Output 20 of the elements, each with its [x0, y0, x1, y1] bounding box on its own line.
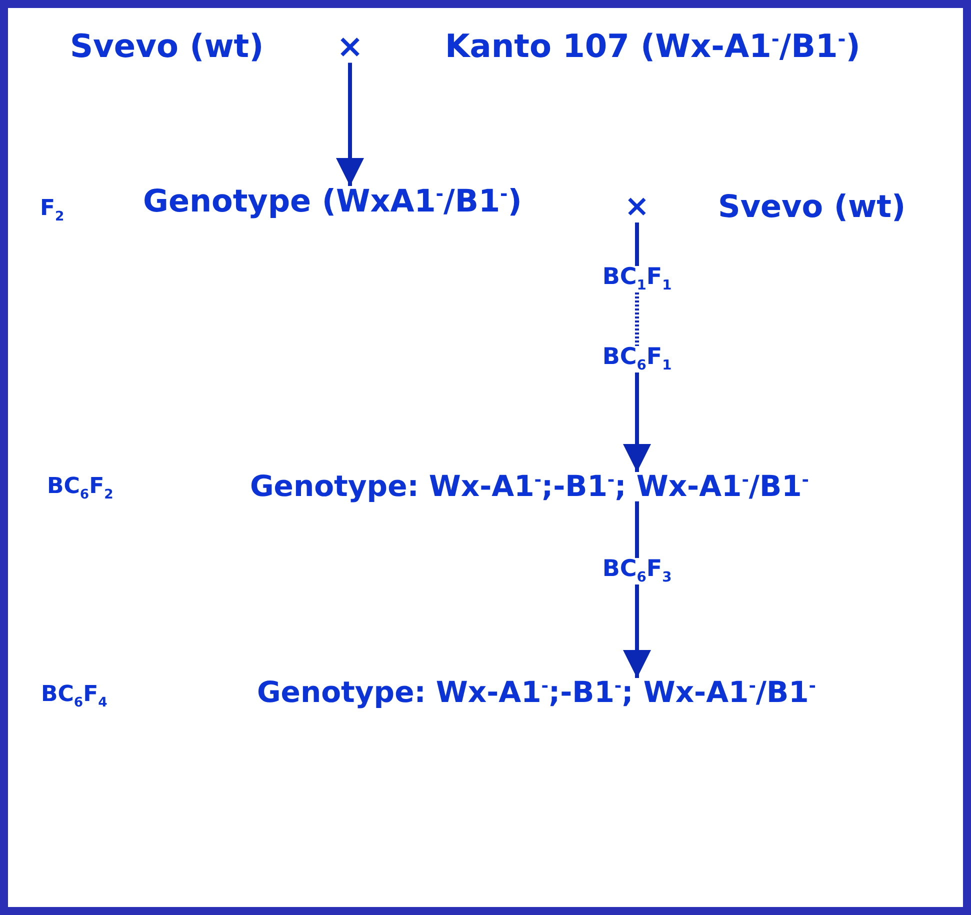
genotype-text: Genotype (WxA1$^{-}$/B1$^{-}$)	[143, 184, 522, 220]
generation-label: BC$_{6}$F$_{2}$	[47, 474, 114, 503]
arrow	[623, 584, 651, 678]
connector-line	[635, 222, 639, 266]
connector-line	[635, 292, 639, 346]
arrow	[623, 372, 651, 472]
generation-label: BC$_{6}$F$_{4}$	[41, 682, 108, 711]
generation-label: BC$_{6}$F$_{3}$	[602, 556, 672, 586]
genotype-text: Genotype: Wx-A1$^{-}$;-B1$^{-}$; Wx-A1$^{-}$/B1$^{-}$	[250, 470, 809, 504]
generation-label: F$_{2}$	[40, 196, 64, 225]
genotype-text: Kanto 107 (Wx-A1$^{-}$/B1$^{-}$)	[445, 28, 860, 65]
genotype-text: Svevo (wt)	[718, 190, 906, 226]
cross-symbol: ×	[336, 28, 364, 65]
genotype-text: Svevo (wt)	[70, 28, 264, 65]
connector-line	[635, 501, 639, 558]
generation-label: BC$_{1}$F$_{1}$	[602, 264, 672, 294]
genotype-text: Genotype: Wx-A1$^{-}$;-B1$^{-}$; Wx-A1$^{-}$/B1$^{-}$	[257, 676, 816, 710]
generation-label: BC$_{6}$F$_{1}$	[602, 344, 672, 374]
cross-symbol: ×	[624, 190, 650, 224]
arrow	[336, 62, 364, 186]
